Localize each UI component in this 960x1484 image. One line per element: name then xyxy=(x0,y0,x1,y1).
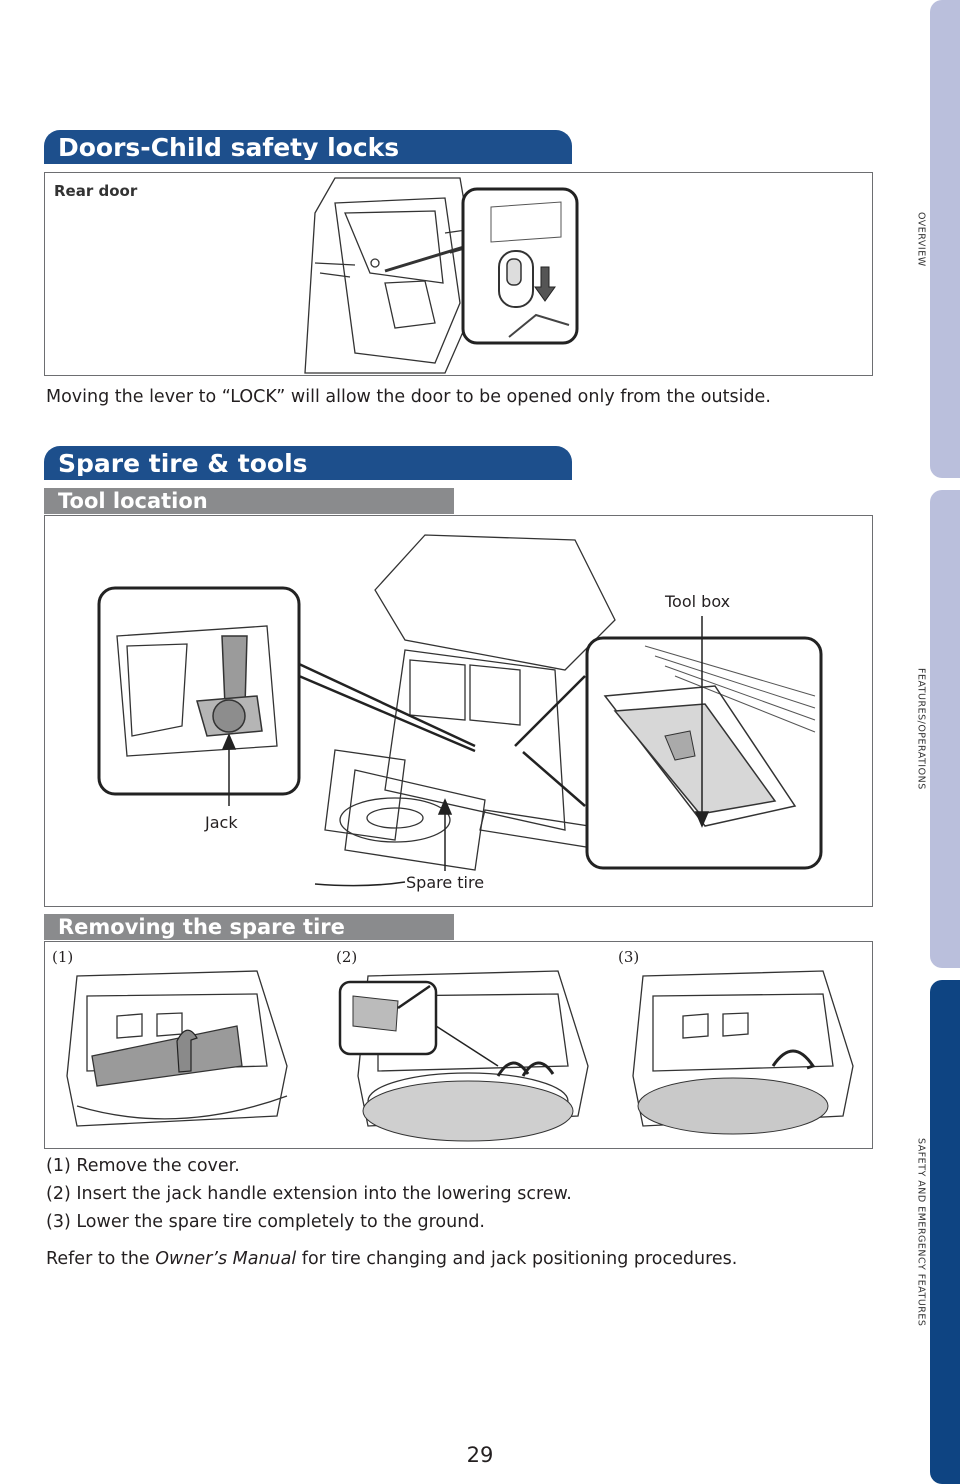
tool-location-figure xyxy=(44,515,873,907)
side-tab-overview-label: OVERVIEW xyxy=(915,211,927,267)
side-tab-safety-label: SAFETY AND EMERGENCY FEATURES xyxy=(915,1137,927,1327)
doors-caption: Moving the lever to “LOCK” will allow th… xyxy=(46,387,771,407)
owners-manual-title: Owner’s Manual xyxy=(155,1249,297,1269)
side-tab-safety[interactable] xyxy=(930,980,960,1484)
spare-section-title: Spare tire & tools xyxy=(44,446,572,480)
step-3-illustration xyxy=(632,970,854,1135)
note-prefix: Refer to the xyxy=(46,1249,156,1269)
page-number: 29 xyxy=(466,1443,494,1467)
step-2-text: (2) Insert the jack handle extension int… xyxy=(46,1184,572,1204)
step-1-illustration xyxy=(66,970,288,1127)
step-3-label: (3) xyxy=(618,948,640,966)
side-tab-features-label: FEATURES/OPERATIONS xyxy=(915,668,927,790)
removing-heading: Removing the spare tire xyxy=(44,914,454,940)
doors-section-title: Doors-Child safety locks xyxy=(44,130,572,164)
removing-figure xyxy=(44,941,873,1149)
note-suffix: for tire changing and jack positioning p… xyxy=(296,1249,738,1269)
jack-inset xyxy=(97,586,301,796)
tool-location-pointers xyxy=(221,616,710,887)
step-1-text: (1) Remove the cover. xyxy=(46,1156,240,1176)
step-1-label: (1) xyxy=(52,948,74,966)
toolbox-inset xyxy=(585,636,823,870)
side-tab-features[interactable] xyxy=(930,490,960,968)
child-lock-inset xyxy=(461,187,579,345)
step-3-text: (3) Lower the spare tire completely to t… xyxy=(46,1212,485,1232)
tool-box-label: Tool box xyxy=(665,592,731,611)
spare-tire-label: Spare tire xyxy=(406,873,485,892)
rear-door-figure: Rear door xyxy=(44,172,873,376)
step-2-label: (2) xyxy=(336,948,358,966)
owners-manual-note: Refer to the Owner’s Manual for tire cha… xyxy=(46,1249,737,1269)
rear-door-label: Rear door xyxy=(54,182,138,200)
tool-location-heading: Tool location xyxy=(44,488,454,514)
jack-label: Jack xyxy=(205,813,238,832)
side-tab-overview[interactable] xyxy=(930,0,960,478)
step-2-illustration xyxy=(338,970,589,1142)
rear-door-illustration xyxy=(304,177,511,374)
cargo-area-illustration xyxy=(324,534,616,871)
